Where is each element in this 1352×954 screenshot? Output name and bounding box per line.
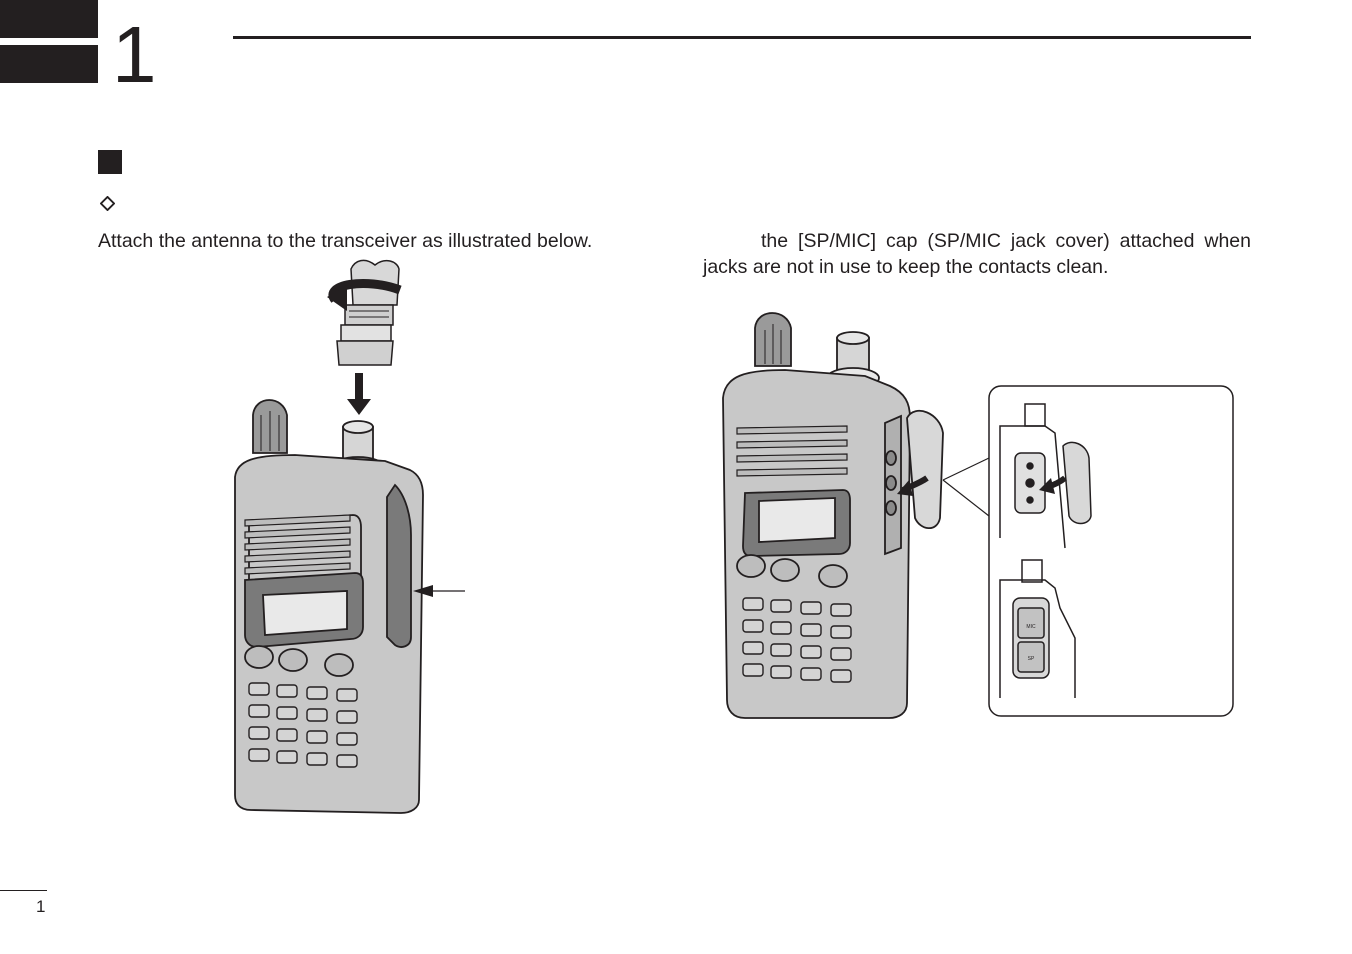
antenna-instruction-text: Attach the antenna to the transceiver as… xyxy=(98,230,593,252)
jack-cover-illustration: MIC SP xyxy=(722,312,1234,719)
chapter-tab-block-top xyxy=(0,0,98,38)
jack-cover-instruction-text: the [SP/MIC] cap (SP/MIC jack cover) att… xyxy=(703,228,1251,280)
speaker-grille xyxy=(736,425,848,477)
callout-pointer xyxy=(413,585,465,597)
page-number: 1 xyxy=(36,897,46,916)
speaker-grille xyxy=(244,514,351,575)
antenna-connector xyxy=(336,259,400,366)
footer-rule xyxy=(0,890,47,891)
inset-sp-label: SP xyxy=(1028,656,1035,662)
inset-callout-lines xyxy=(942,479,990,517)
chapter-tab-block-bottom xyxy=(0,45,98,83)
header-rule xyxy=(233,36,1251,39)
keypad xyxy=(248,682,358,768)
keypad xyxy=(742,597,852,683)
down-arrow-icon xyxy=(347,373,371,415)
subsection-diamond-icon xyxy=(100,196,115,211)
antenna-attach-illustration xyxy=(234,259,465,814)
detail-inset: MIC SP xyxy=(988,385,1234,717)
section-square-icon xyxy=(98,150,122,174)
chapter-number: 1 xyxy=(112,10,157,99)
jack-cover-instruction-body: the [SP/MIC] cap (SP/MIC jack cover) att… xyxy=(703,230,1251,278)
inset-mic-label: MIC xyxy=(1026,624,1036,630)
